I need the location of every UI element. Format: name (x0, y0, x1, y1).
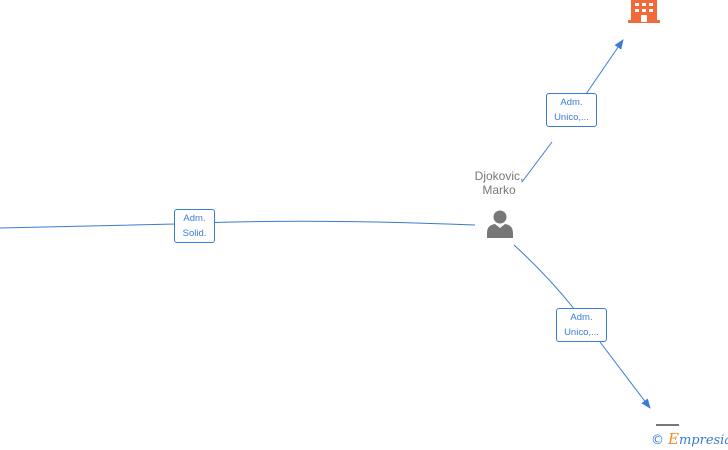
person-name: Djokovic, Marko (455, 169, 543, 197)
edge-label-adm-unico-top[interactable]: Adm. Unico,... (546, 93, 597, 127)
edge-label-line2: Unico,... (554, 112, 589, 123)
company-icon[interactable] (656, 417, 680, 426)
person-icon[interactable] (485, 209, 515, 239)
edge-line-top (521, 40, 623, 183)
building-icon[interactable] (628, 0, 660, 24)
edge-label-line1: Adm. (560, 97, 583, 108)
brand-initial: E (668, 430, 679, 448)
edge-line-bottom (513, 244, 650, 408)
empresia-watermark: © Empresia (651, 430, 728, 448)
person-name-line2: Marko (482, 183, 516, 197)
edge-line-left (0, 220, 476, 229)
copyright-symbol: © (651, 433, 664, 448)
person-name-line1: Djokovic, (474, 169, 524, 183)
edge-label-adm-solid[interactable]: Adm. Solid. (174, 209, 215, 243)
edge-label-line1: Adm. (183, 213, 206, 224)
edge-label-line2: Solid. (182, 228, 207, 239)
edge-label-adm-unico-bottom[interactable]: Adm. Unico,... (556, 308, 607, 342)
edge-label-line2: Unico,... (564, 327, 599, 338)
edge-label-line1: Adm. (570, 312, 593, 323)
brand-name: mpresia (678, 433, 728, 448)
